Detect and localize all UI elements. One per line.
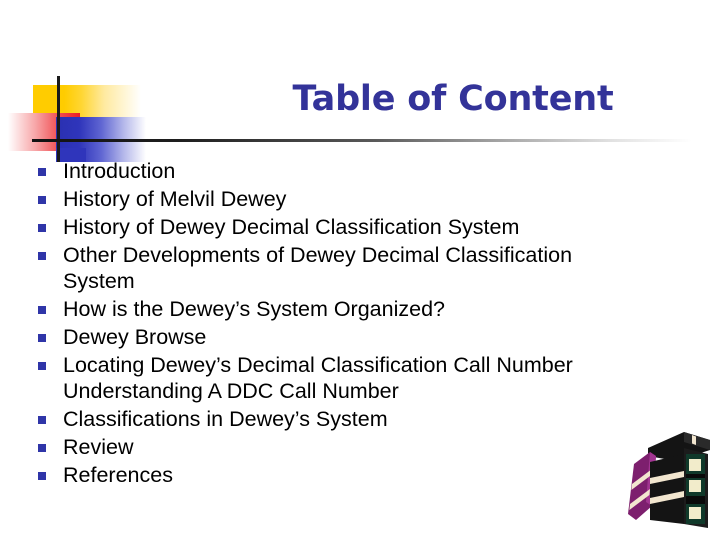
- horizontal-rule-decoration: [32, 139, 692, 142]
- square-bullet-icon: [38, 168, 46, 176]
- books-clipart: [622, 428, 714, 532]
- list-item[interactable]: History of Melvil Dewey: [30, 186, 690, 212]
- square-bullet-icon: [38, 362, 46, 370]
- list-item[interactable]: Locating Dewey’s Decimal Classification …: [30, 352, 690, 404]
- red-square-decoration: [8, 113, 80, 151]
- square-bullet-icon: [38, 252, 46, 260]
- square-bullet-icon: [38, 224, 46, 232]
- list-item-label: Locating Dewey’s Decimal Classification …: [63, 353, 573, 377]
- list-item-label: Review: [63, 435, 134, 459]
- spine-label: [689, 480, 701, 492]
- list-item-label: Other Developments of Dewey Decimal Clas…: [63, 243, 573, 267]
- list-item[interactable]: Review: [30, 434, 690, 460]
- list-item-label: History of Dewey Decimal Classification …: [63, 215, 520, 239]
- spine-label: [689, 507, 701, 519]
- list-item[interactable]: History of Dewey Decimal Classification …: [30, 214, 690, 240]
- square-bullet-icon: [38, 472, 46, 480]
- square-bullet-icon: [38, 416, 46, 424]
- front-book-left: [650, 454, 684, 524]
- table-of-contents-list: Introduction History of Melvil Dewey His…: [30, 158, 690, 490]
- list-item-label: Classifications in Dewey’s System: [63, 407, 388, 431]
- list-item-continuation: Understanding A DDC Call Number: [63, 379, 399, 403]
- list-item-label: Introduction: [63, 159, 176, 183]
- spine-label: [689, 459, 701, 471]
- square-bullet-icon: [38, 196, 46, 204]
- list-item-label: How is the Dewey’s System Organized?: [63, 297, 445, 321]
- yellow-square-decoration: [33, 85, 141, 129]
- list-item[interactable]: References: [30, 462, 690, 488]
- page-title: Table of Content: [292, 79, 614, 119]
- list-item[interactable]: Classifications in Dewey’s System: [30, 406, 690, 432]
- square-bullet-icon: [38, 444, 46, 452]
- list-item[interactable]: How is the Dewey’s System Organized?: [30, 296, 690, 322]
- list-item-continuation: System: [63, 269, 135, 293]
- list-item-label: References: [63, 463, 173, 487]
- list-item[interactable]: Dewey Browse: [30, 324, 690, 350]
- list-item-label: History of Melvil Dewey: [63, 187, 287, 211]
- square-bullet-icon: [38, 334, 46, 342]
- list-item-label: Dewey Browse: [63, 325, 207, 349]
- square-bullet-icon: [38, 306, 46, 314]
- vertical-rule-decoration: [57, 76, 60, 162]
- list-item[interactable]: Introduction: [30, 158, 690, 184]
- list-item[interactable]: Other Developments of Dewey Decimal Clas…: [30, 242, 690, 294]
